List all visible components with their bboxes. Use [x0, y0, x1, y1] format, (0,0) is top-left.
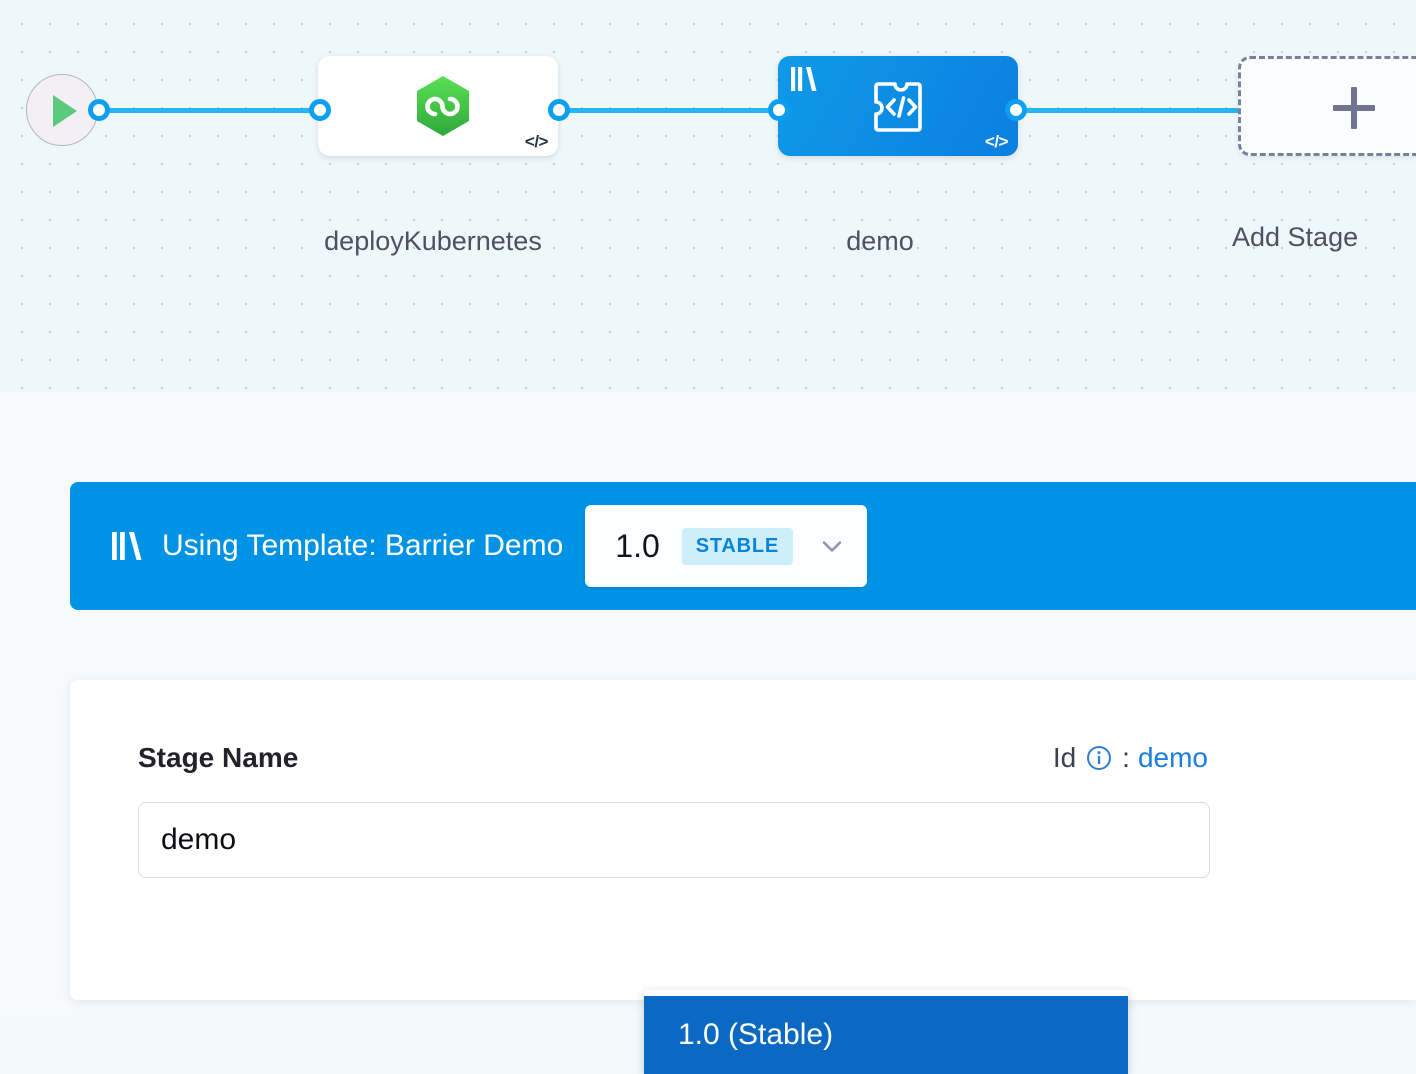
stage-id-block: Id : demo: [1053, 742, 1208, 774]
add-stage-label: Add Stage: [1232, 222, 1359, 252]
template-bars-icon: [112, 532, 142, 560]
template-version-dropdown[interactable]: 1.0 (Stable): [644, 990, 1128, 1074]
id-label: Id: [1052, 742, 1077, 773]
connector-dot-demo-input[interactable]: [768, 99, 790, 121]
stage-node-deploykubernetes[interactable]: </>: [318, 56, 558, 156]
stage-details-card: Stage Name Id : demo: [70, 680, 1416, 1000]
chevron-down-icon[interactable]: [819, 533, 845, 559]
template-version-selector[interactable]: 1.0 STABLE: [585, 505, 868, 587]
stable-badge: STABLE: [681, 527, 794, 565]
code-badge-icon: </>: [984, 132, 1009, 151]
version-option-1-0-stable[interactable]: 1.0 (Stable): [644, 996, 1128, 1074]
connector-wire-start-to-deploy: [96, 108, 334, 113]
connector-dot-demo-output[interactable]: [1005, 99, 1027, 121]
stage-id-value[interactable]: demo: [1137, 742, 1208, 773]
add-stage-node[interactable]: [1238, 56, 1416, 156]
connector-dot-start-output[interactable]: [88, 99, 110, 121]
id-separator: :: [1122, 742, 1130, 773]
plus-icon: [1333, 87, 1375, 129]
stage-label-demo: demo: [846, 226, 914, 256]
pipeline-canvas[interactable]: </> </> deployKubernetes demo Add Stage: [0, 0, 1416, 393]
template-banner: Using Template: Barrier Demo 1.0 STABLE: [70, 482, 1416, 610]
code-badge-icon: </>: [524, 132, 549, 151]
template-version-number: 1.0: [615, 527, 660, 564]
play-icon: [53, 95, 77, 127]
stage-label-deploykubernetes: deployKubernetes: [324, 226, 542, 256]
stage-name-label: Stage Name: [138, 742, 299, 773]
template-bars-icon: [791, 67, 817, 91]
stage-name-input[interactable]: [138, 802, 1210, 878]
stage-name-row: Stage Name Id : demo: [138, 742, 1208, 774]
connector-dot-deploy-input[interactable]: [309, 99, 331, 121]
info-circle-icon[interactable]: [1086, 745, 1112, 771]
template-banner-text: Using Template: Barrier Demo: [162, 529, 564, 562]
template-code-icon: [874, 82, 922, 132]
connector-dot-deploy-output[interactable]: [548, 99, 570, 121]
stage-node-demo[interactable]: </>: [778, 56, 1018, 156]
connector-wire-deploy-to-demo: [546, 108, 792, 113]
pipeline-start-node[interactable]: [26, 74, 98, 146]
connector-wire-demo-to-add: [1000, 108, 1250, 113]
stage-config-panel: Using Template: Barrier Demo 1.0 STABLE …: [0, 392, 1416, 1074]
harness-hexagon-icon: [417, 76, 469, 136]
